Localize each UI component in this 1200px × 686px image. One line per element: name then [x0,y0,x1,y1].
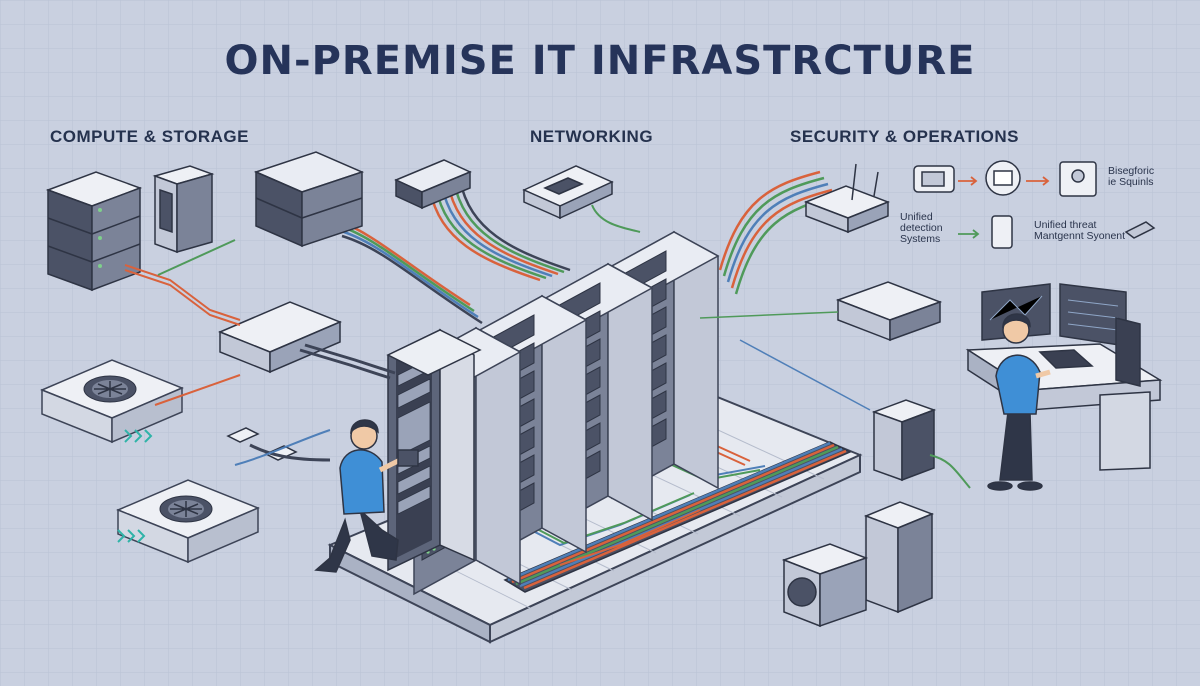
section-label-compute-storage: COMPUTE & STORAGE [50,127,249,146]
network-switch-center [522,165,614,220]
compute-cables [124,239,396,466]
security-arrows [958,176,1050,239]
dashed-link-center [699,311,839,319]
airflow-arrows [117,429,153,543]
storage-cables-right [929,454,971,489]
switch-link [591,204,641,233]
rack-server-stack [45,171,143,292]
dashed-link-right [739,339,871,411]
note-biometric: Bisegforic ie Squinls [1108,165,1155,188]
patch-switch [218,301,342,374]
wifi-router [803,163,891,234]
monitor-workstation [981,283,1141,387]
section-label-security-operations: SECURITY & OPERATIONS [790,127,1020,146]
note-unified-detection: Unified detection Systems [900,211,943,245]
security-flow [913,160,1156,249]
network-cables [329,170,837,325]
note-unified-threat: Unified threat Mantgennt Syonent [1034,219,1126,242]
storage-switch-left [253,151,365,248]
firewall-appliance [835,281,943,342]
operator-person [987,313,1051,491]
cooling-unit-right [781,543,869,628]
power-connector [226,427,331,462]
page-title: ON-PREMISE IT INFRASTRCTURE [224,38,976,84]
storage-tower-right [871,399,937,482]
router-top [394,159,472,210]
tower-server-right [863,501,935,614]
technician-person [314,419,419,573]
tower-server [152,165,215,254]
section-label-networking: NETWORKING [530,127,654,146]
